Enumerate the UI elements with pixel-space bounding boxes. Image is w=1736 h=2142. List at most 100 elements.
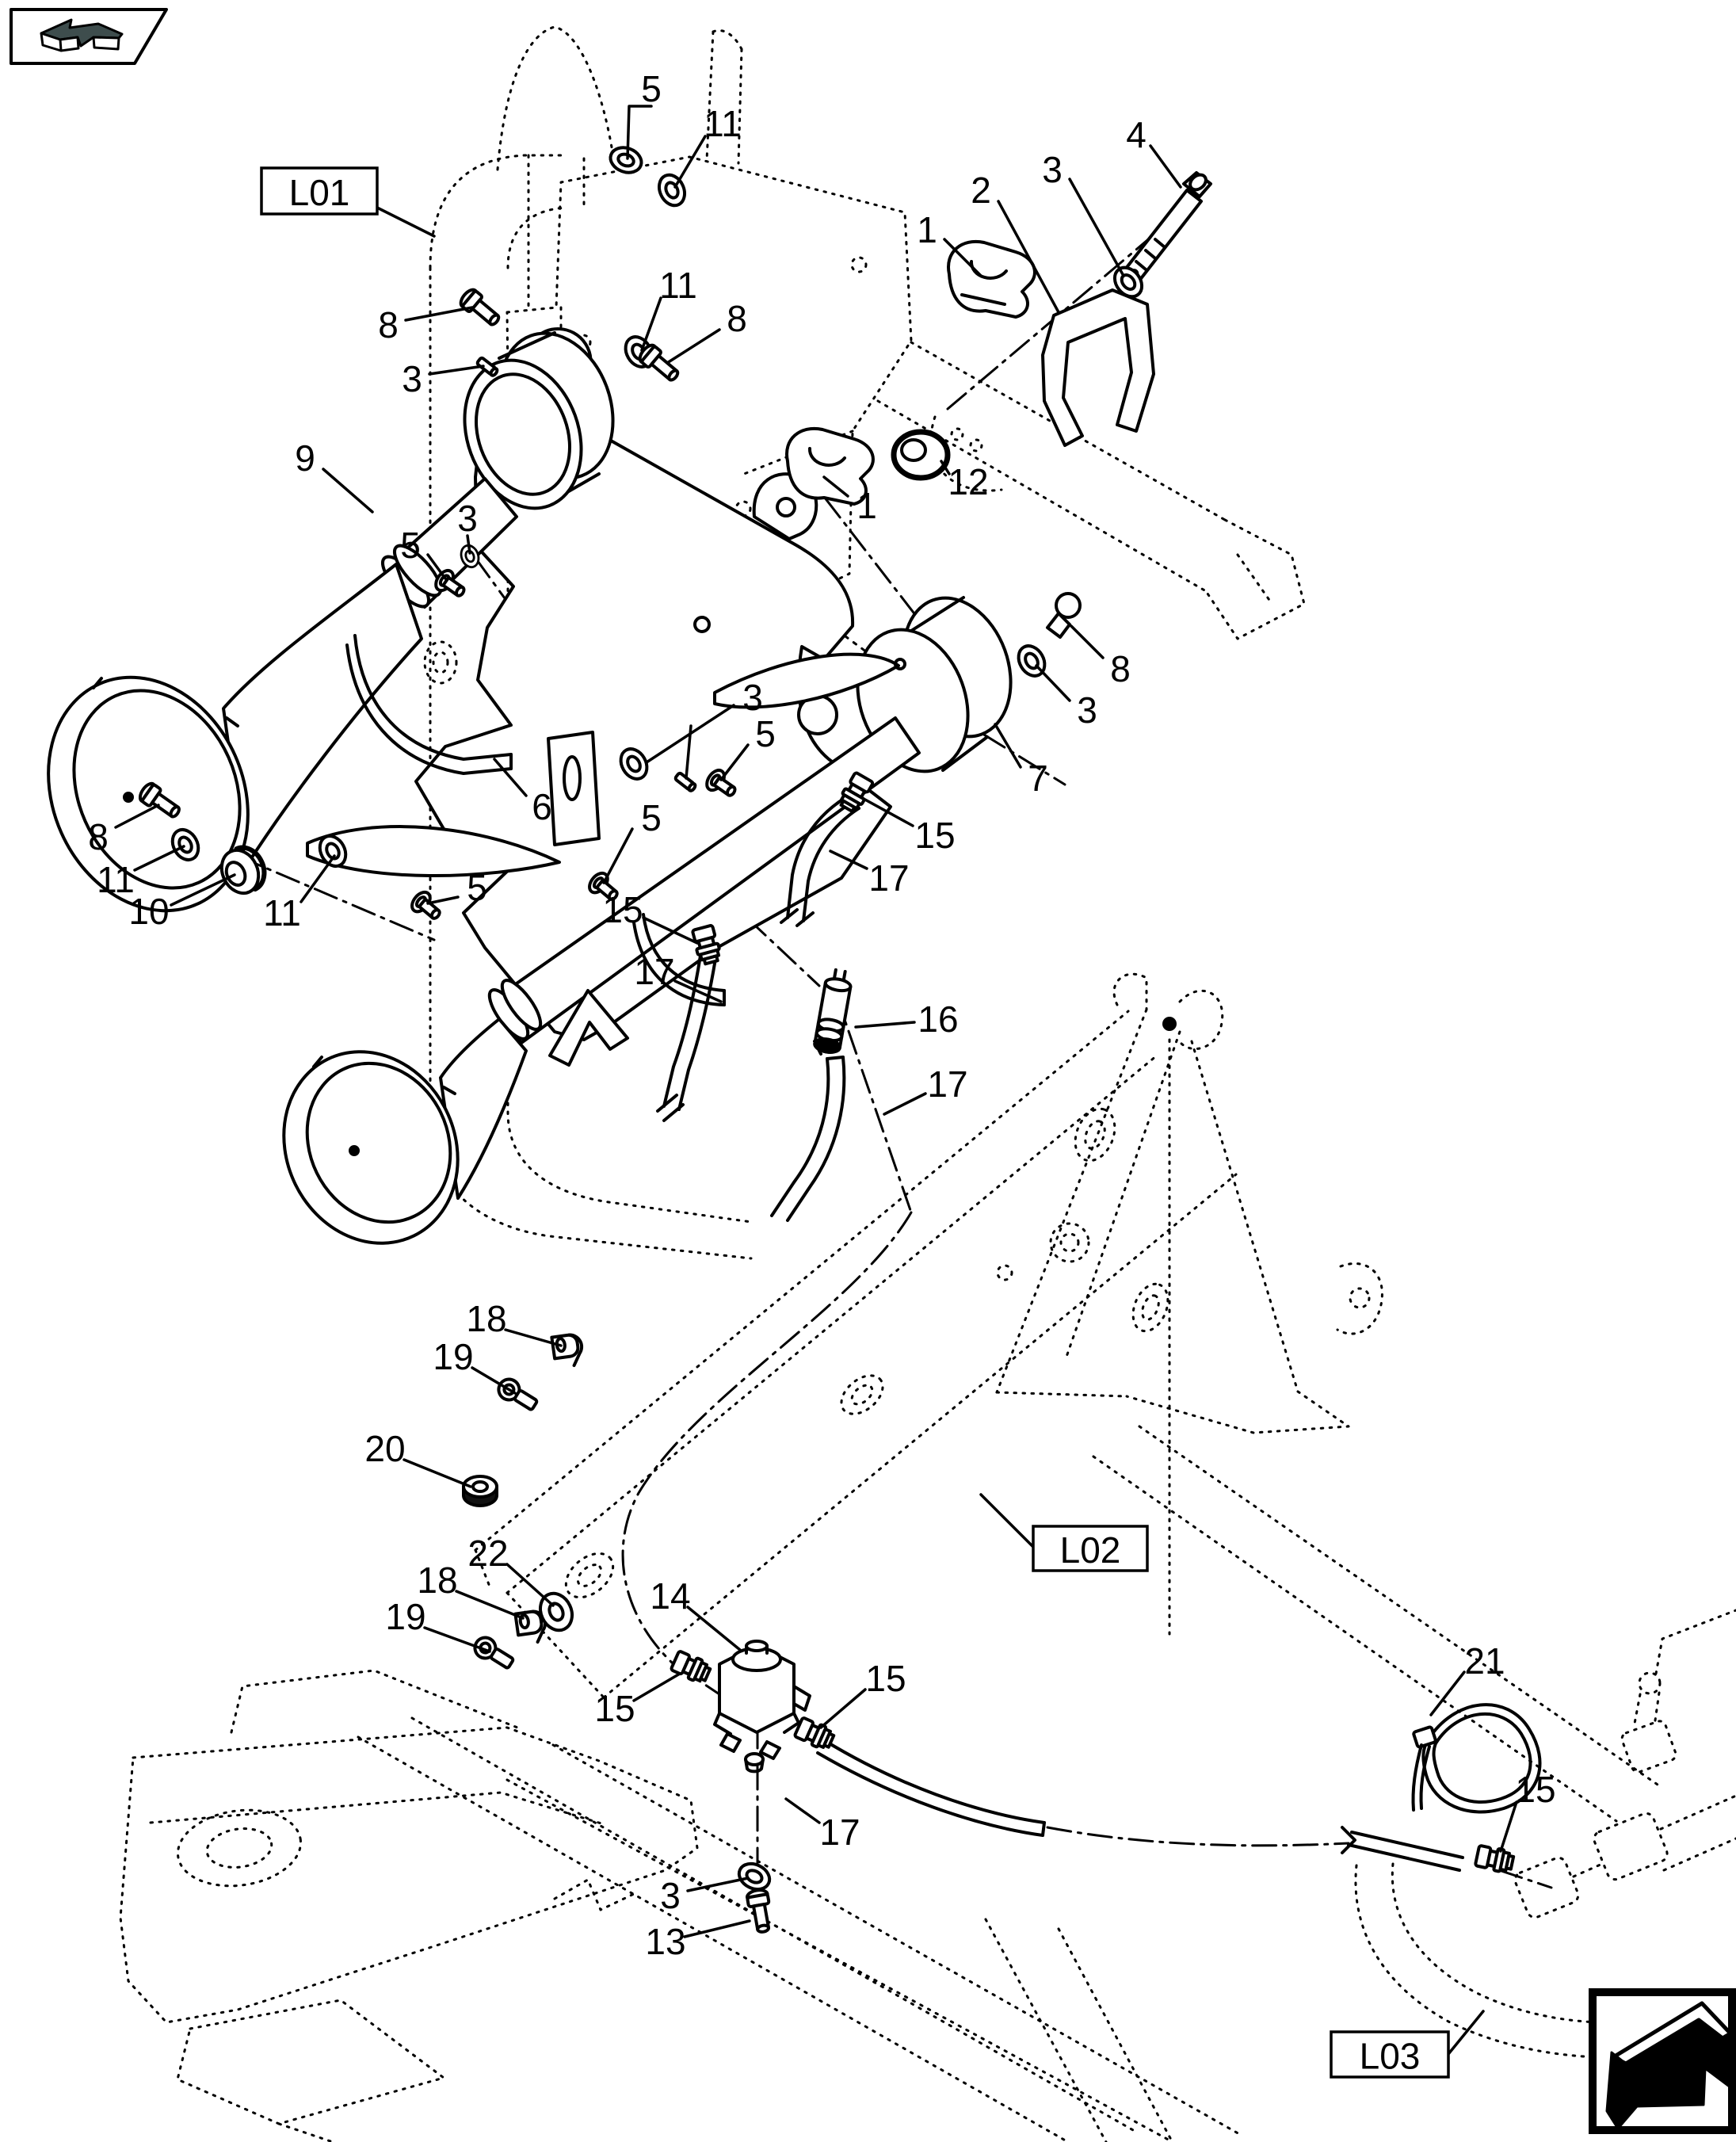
callout-20: 20 xyxy=(364,1428,472,1488)
callout-label: 21 xyxy=(1464,1640,1505,1682)
leader-line xyxy=(423,1626,491,1653)
ref-box-L02[interactable]: L02 xyxy=(979,1493,1149,1572)
leader-line xyxy=(666,328,721,365)
leader-line xyxy=(404,306,474,322)
callout-label: 2 xyxy=(971,170,991,211)
callout-label: 20 xyxy=(364,1428,405,1469)
leader-line xyxy=(822,475,849,498)
ref-box-frame xyxy=(1032,1525,1149,1572)
callout-19: 19 xyxy=(385,1596,491,1653)
ref-box-label: L03 xyxy=(1360,2036,1421,2077)
leader-line xyxy=(994,723,1022,769)
callout-7: 7 xyxy=(994,723,1048,799)
callout-17: 17 xyxy=(829,850,910,899)
callout-label: 11 xyxy=(97,859,135,900)
callout-3: 3 xyxy=(645,677,763,780)
callout-label: 15 xyxy=(602,889,643,930)
callout-5: 5 xyxy=(602,797,662,884)
callout-label: 11 xyxy=(263,892,301,934)
leader-line xyxy=(943,238,982,277)
hoses-and-fittings xyxy=(656,769,1517,1876)
leader-line xyxy=(133,845,185,872)
leader-line xyxy=(862,797,914,827)
callout-5: 5 xyxy=(626,68,662,160)
callout-label: 10 xyxy=(128,891,169,932)
callout-3: 3 xyxy=(1035,664,1097,731)
callout-1: 1 xyxy=(822,475,877,526)
callout-19: 19 xyxy=(433,1336,517,1395)
callout-15: 15 xyxy=(594,1672,681,1729)
callout-2: 2 xyxy=(971,170,1060,314)
callout-label: 3 xyxy=(1042,149,1063,190)
callout-label: 17 xyxy=(868,857,909,899)
callout-10: 10 xyxy=(128,873,236,932)
clamp-parts-1-2-3-4 xyxy=(785,171,1212,506)
leader-line xyxy=(1035,664,1071,702)
leader-line xyxy=(686,1606,742,1651)
callout-label: 5 xyxy=(641,68,662,109)
leader-line xyxy=(170,873,236,907)
callout-16: 16 xyxy=(854,998,959,1040)
callout-3: 3 xyxy=(402,358,485,399)
callout-11: 11 xyxy=(97,845,185,900)
callout-label: 11 xyxy=(659,265,697,306)
ref-box-leader xyxy=(1447,2010,1485,2056)
leader-line xyxy=(1429,1670,1466,1716)
leader-line xyxy=(683,1919,751,1938)
ref-box-label: L02 xyxy=(1060,1529,1121,1571)
leader-line xyxy=(719,743,750,781)
ref-box-leader xyxy=(979,1493,1035,1548)
leader-line xyxy=(114,804,160,829)
leader-line xyxy=(673,979,723,1003)
leader-line xyxy=(686,1877,750,1892)
callout-label: 12 xyxy=(948,461,988,502)
callout-3: 3 xyxy=(660,1875,750,1916)
callout-label: 11 xyxy=(704,103,742,144)
ref-box-frame xyxy=(260,166,379,216)
callout-label: 19 xyxy=(385,1596,425,1637)
callout-label: 7 xyxy=(1028,758,1048,799)
callout-label: 15 xyxy=(594,1688,635,1729)
callout-label: 22 xyxy=(467,1533,508,1574)
callout-21: 21 xyxy=(1429,1640,1505,1716)
callout-14: 14 xyxy=(650,1575,742,1651)
leader-line xyxy=(673,135,707,189)
next-sheet-arrow-icon[interactable] xyxy=(1589,1988,1736,2134)
callout-5: 5 xyxy=(719,713,776,781)
callout-9: 9 xyxy=(295,437,374,514)
leader-line xyxy=(403,1458,472,1488)
leader-line xyxy=(829,850,868,870)
callout-3: 3 xyxy=(457,498,478,555)
leader-line xyxy=(471,1366,517,1395)
ref-box-L01[interactable]: L01 xyxy=(260,166,436,238)
callout-label: 18 xyxy=(417,1560,457,1601)
callout-22: 22 xyxy=(467,1533,555,1607)
leader-line xyxy=(1149,144,1182,189)
callout-15: 15 xyxy=(1499,1769,1556,1853)
callout-label: 1 xyxy=(917,209,937,250)
callout-label: 4 xyxy=(1126,114,1147,155)
callout-label: 6 xyxy=(532,786,552,827)
leader-line xyxy=(455,1590,525,1620)
callout-17: 17 xyxy=(784,1797,860,1853)
callout-4: 4 xyxy=(1126,114,1182,189)
leader-line xyxy=(426,895,460,905)
callout-label: 19 xyxy=(433,1336,473,1377)
ref-box-L03[interactable]: L03 xyxy=(1330,2010,1485,2079)
callout-label: 3 xyxy=(660,1875,681,1916)
prev-sheet-arrow-icon[interactable] xyxy=(10,8,168,65)
callout-label: 16 xyxy=(918,998,958,1040)
callout-label: 9 xyxy=(295,437,315,479)
leader-line xyxy=(428,365,485,376)
callout-15: 15 xyxy=(602,889,699,945)
leader-line xyxy=(640,296,662,352)
leader-line xyxy=(632,1672,681,1702)
callout-label: 3 xyxy=(402,358,422,399)
callout-label: 17 xyxy=(634,951,674,992)
callout-5: 5 xyxy=(400,525,447,580)
leader-line xyxy=(997,200,1060,314)
callout-label: 8 xyxy=(378,304,399,346)
callout-8: 8 xyxy=(1070,624,1131,689)
